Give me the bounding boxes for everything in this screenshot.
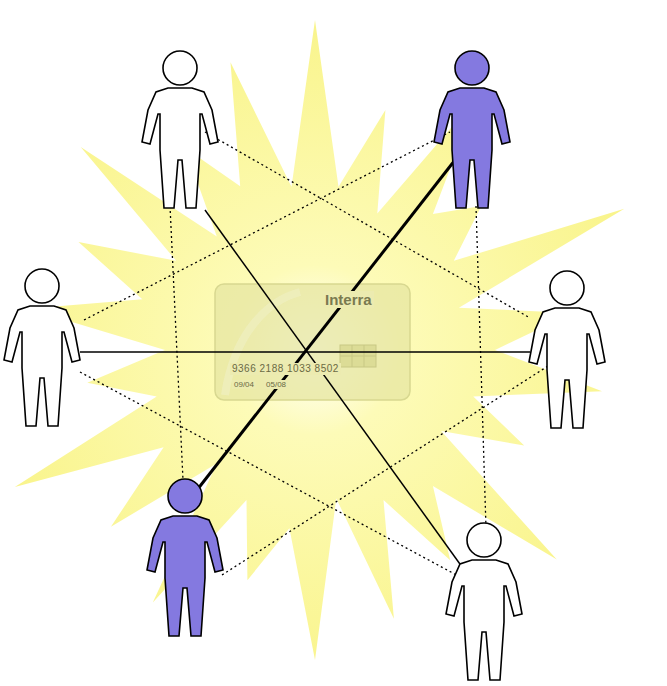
card-number: 9366 2188 1033 8502 [230,363,341,375]
card-date: 05/08 [264,380,288,389]
starburst [15,20,625,660]
card-grid [340,345,376,367]
card-date: 09/04 [232,380,256,389]
people-figures [4,51,605,680]
card-brand: Interra [323,291,374,308]
solid-links [80,160,530,578]
